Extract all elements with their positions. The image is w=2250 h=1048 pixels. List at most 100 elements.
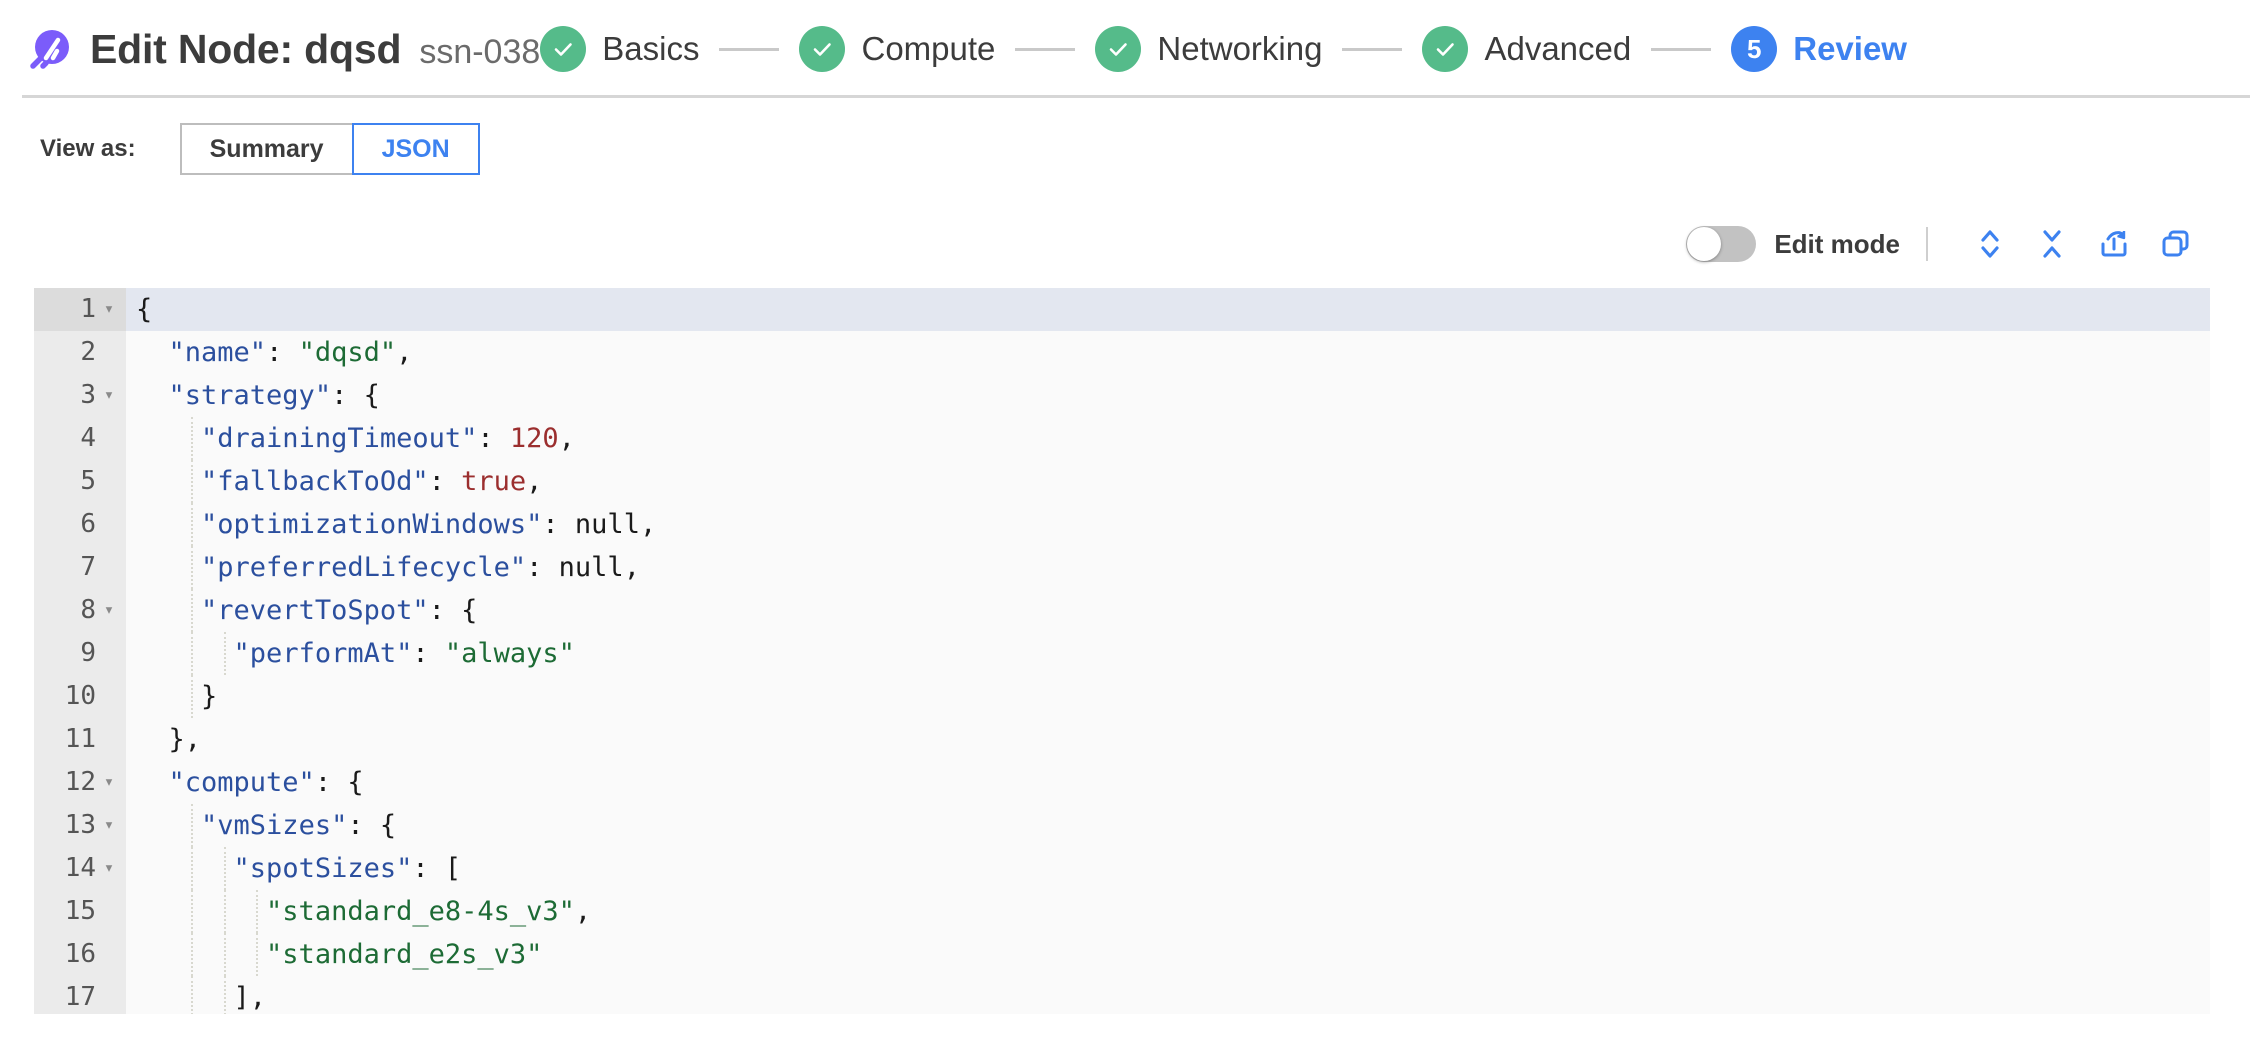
- code-token: :: [526, 552, 559, 583]
- indent-space: [136, 380, 169, 411]
- code-line[interactable]: 5 "fallbackToOd": true,: [34, 460, 2210, 503]
- code-text: "performAt": "always": [126, 632, 2210, 675]
- code-line[interactable]: 6 "optimizationWindows": null,: [34, 503, 2210, 546]
- code-line[interactable]: 16 "standard_e2s_v3": [34, 933, 2210, 976]
- code-token: 120: [509, 423, 559, 454]
- line-number-gutter: 2: [34, 331, 126, 374]
- wizard-stepper: Basics Compute Networking: [540, 26, 2250, 72]
- code-token: "fallbackToOd": [201, 466, 429, 497]
- line-number-gutter: 6: [34, 503, 126, 546]
- title-block: Edit Node: dqsd ssn-038: [90, 26, 540, 73]
- fold-toggle-icon[interactable]: ▾: [103, 815, 115, 835]
- indent-space: [136, 982, 234, 1013]
- step-review[interactable]: 5 Review: [1731, 26, 1907, 72]
- view-as-label: View as:: [40, 135, 136, 162]
- step-connector: [1651, 47, 1712, 51]
- step-advanced-check-icon: [1422, 26, 1469, 72]
- view-as-json-button[interactable]: JSON: [351, 123, 480, 175]
- code-token: :: [428, 466, 462, 497]
- line-number: 9: [80, 638, 96, 668]
- code-text: "compute": {: [126, 761, 2210, 804]
- code-token: : {: [347, 810, 397, 841]
- indent-guide: [191, 632, 193, 675]
- line-number-gutter: 4: [34, 417, 126, 460]
- indent-guide: [191, 847, 193, 890]
- header-divider: [22, 95, 2250, 98]
- edit-mode-toggle[interactable]: [1686, 226, 1757, 262]
- view-as-summary-button[interactable]: Summary: [179, 123, 354, 175]
- line-number-gutter: 12▾: [34, 761, 126, 804]
- line-number-gutter: 5: [34, 460, 126, 503]
- step-compute[interactable]: Compute: [799, 26, 995, 72]
- code-line[interactable]: 7 "preferredLifecycle": null,: [34, 546, 2210, 589]
- step-networking-label: Networking: [1157, 30, 1323, 67]
- code-line[interactable]: 11 },: [34, 718, 2210, 761]
- step-compute-label: Compute: [861, 30, 996, 67]
- fold-toggle-icon[interactable]: ▾: [103, 299, 115, 319]
- indent-space: [136, 337, 169, 368]
- step-advanced[interactable]: Advanced: [1422, 26, 1631, 72]
- code-token: : {: [314, 767, 364, 798]
- expand-all-icon[interactable]: [1964, 222, 2016, 266]
- copy-icon[interactable]: [2150, 222, 2202, 266]
- line-number-gutter: 10: [34, 675, 126, 718]
- code-token: "drainingTimeout": [201, 423, 478, 454]
- step-connector: [1015, 47, 1076, 51]
- code-token: "spotSizes": [233, 853, 413, 884]
- step-basics-check-icon: [540, 26, 587, 72]
- line-number: 13: [64, 810, 96, 840]
- code-line[interactable]: 8▾ "revertToSpot": {: [34, 589, 2210, 632]
- step-compute-check-icon: [799, 26, 846, 72]
- spot-logo-icon: [24, 25, 72, 73]
- code-text: "standard_e2s_v3": [126, 933, 2210, 976]
- code-line[interactable]: 13▾ "vmSizes": {: [34, 804, 2210, 847]
- line-number: 8: [80, 595, 96, 625]
- page-title: Edit Node: dqsd: [90, 25, 402, 72]
- indent-guide: [191, 675, 193, 718]
- indent-guide: [191, 589, 193, 632]
- json-editor[interactable]: 1▾{2 "name": "dqsd",3▾ "strategy": {4 "d…: [34, 288, 2210, 1014]
- step-networking[interactable]: Networking: [1095, 26, 1322, 72]
- code-token: {: [136, 294, 153, 325]
- code-token: ,: [639, 509, 657, 540]
- line-number: 4: [80, 423, 96, 453]
- code-token: "standard_e2s_v3": [266, 939, 543, 970]
- fold-toggle-icon[interactable]: ▾: [103, 385, 115, 405]
- code-line[interactable]: 15 "standard_e8-4s_v3",: [34, 890, 2210, 933]
- fold-toggle-icon[interactable]: ▾: [103, 600, 115, 620]
- indent-space: [136, 767, 169, 798]
- code-token: "preferredLifecycle": [201, 552, 527, 583]
- code-line[interactable]: 9 "performAt": "always": [34, 632, 2210, 675]
- code-text: "fallbackToOd": true,: [126, 460, 2210, 503]
- code-token: "performAt": [233, 638, 413, 669]
- code-line[interactable]: 12▾ "compute": {: [34, 761, 2210, 804]
- line-number: 11: [64, 724, 96, 754]
- fold-toggle-icon[interactable]: ▾: [103, 858, 115, 878]
- code-token: "dqsd": [298, 337, 397, 368]
- indent-guide: [223, 847, 226, 890]
- step-basics[interactable]: Basics: [540, 26, 699, 72]
- code-line[interactable]: 1▾{: [34, 288, 2210, 331]
- collapse-all-icon[interactable]: [2026, 222, 2078, 266]
- export-icon[interactable]: [2088, 222, 2140, 266]
- code-line[interactable]: 14▾ "spotSizes": [: [34, 847, 2210, 890]
- code-line[interactable]: 17 ],: [34, 976, 2210, 1014]
- line-number: 2: [80, 337, 96, 367]
- code-token: ,: [623, 552, 640, 583]
- code-text: "optimizationWindows": null,: [126, 503, 2210, 546]
- line-number: 10: [64, 681, 96, 711]
- view-as-segmented-control: Summary JSON: [179, 123, 480, 175]
- code-token: "strategy": [168, 380, 332, 411]
- indent-space: [136, 939, 266, 970]
- line-number-gutter: 9: [34, 632, 126, 675]
- code-line[interactable]: 10 }: [34, 675, 2210, 718]
- code-line[interactable]: 4 "drainingTimeout": 120,: [34, 417, 2210, 460]
- line-number: 5: [80, 466, 96, 496]
- code-token: null: [574, 509, 640, 540]
- code-line[interactable]: 2 "name": "dqsd",: [34, 331, 2210, 374]
- json-editor-code[interactable]: 1▾{2 "name": "dqsd",3▾ "strategy": {4 "d…: [34, 288, 2210, 1014]
- line-number: 16: [64, 939, 96, 969]
- code-line[interactable]: 3▾ "strategy": {: [34, 374, 2210, 417]
- code-text: "standard_e8-4s_v3",: [126, 890, 2210, 933]
- fold-toggle-icon[interactable]: ▾: [103, 772, 115, 792]
